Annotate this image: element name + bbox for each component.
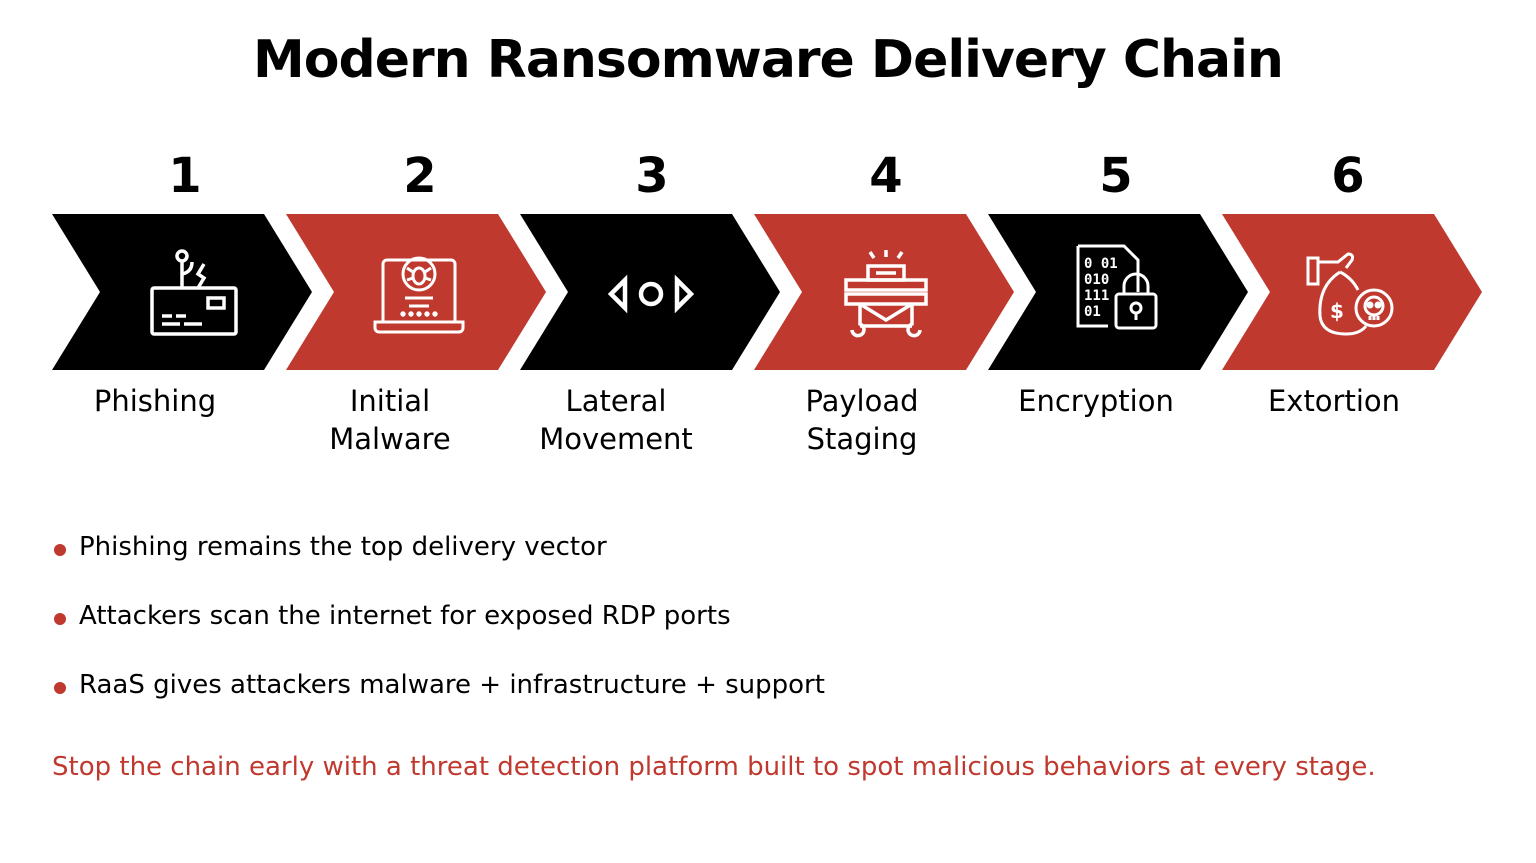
chevron-1 — [52, 214, 312, 370]
chevron-3 — [520, 214, 780, 370]
svg-text:01: 01 — [1084, 304, 1101, 320]
call-to-action: Stop the chain early with a threat detec… — [52, 752, 1376, 782]
svg-text:010: 010 — [1084, 272, 1109, 288]
step-number-5: 5 — [1099, 148, 1133, 204]
step-number-2: 2 — [403, 148, 437, 204]
step-label-2: Initial Malware — [280, 382, 500, 458]
step-label-1-line1: Phishing — [93, 384, 217, 418]
step-label-6-line1: Extortion — [1267, 384, 1401, 418]
step-label-4-line2: Staging — [806, 422, 918, 456]
step-label-5-line1: Encryption — [1018, 384, 1174, 418]
svg-text:0 01: 0 01 — [1084, 256, 1118, 272]
step-label-3: Lateral Movement — [506, 382, 726, 458]
bullet-text: Attackers scan the internet for exposed … — [79, 601, 731, 631]
step-number-6: 6 — [1331, 148, 1365, 204]
step-label-3-line2: Movement — [539, 422, 693, 456]
step-number-3: 3 — [635, 148, 669, 204]
chevron-2 — [286, 214, 546, 370]
chevron-5 — [988, 214, 1248, 370]
bullet-text: Phishing remains the top delivery vector — [79, 532, 607, 562]
binary-lock-icon: 0 01 010 111 01 — [1076, 244, 1158, 330]
lateral-arrows-icon — [607, 274, 695, 314]
svg-text:111: 111 — [1084, 288, 1109, 304]
bullet-dot — [54, 682, 66, 694]
step-label-1: Phishing — [45, 382, 265, 420]
step-number-4: 4 — [869, 148, 903, 204]
chevron-6 — [1222, 214, 1482, 370]
step-label-4-line1: Payload — [805, 384, 919, 418]
bullet-dot — [54, 613, 66, 625]
step-number-1: 1 — [168, 148, 202, 204]
payload-tray-icon — [844, 250, 928, 338]
bullet-dot — [54, 544, 66, 556]
step-label-6: Extortion — [1224, 382, 1444, 420]
phishing-hook-card-icon — [150, 249, 238, 336]
step-label-4: Payload Staging — [752, 382, 972, 458]
svg-text:$: $ — [1330, 299, 1344, 323]
step-label-5: Encryption — [986, 382, 1206, 420]
step-label-2-line1: Initial — [349, 384, 431, 418]
page-title: Modern Ransomware Delivery Chain — [253, 30, 1284, 90]
step-label-2-line2: Malware — [329, 422, 451, 456]
bug-laptop-icon — [373, 256, 465, 334]
chevron-4 — [754, 214, 1014, 370]
bullet-text: RaaS gives attackers malware + infrastru… — [79, 670, 825, 700]
money-bag-skull-icon: $ — [1306, 252, 1394, 336]
step-label-3-line1: Lateral — [565, 384, 667, 418]
